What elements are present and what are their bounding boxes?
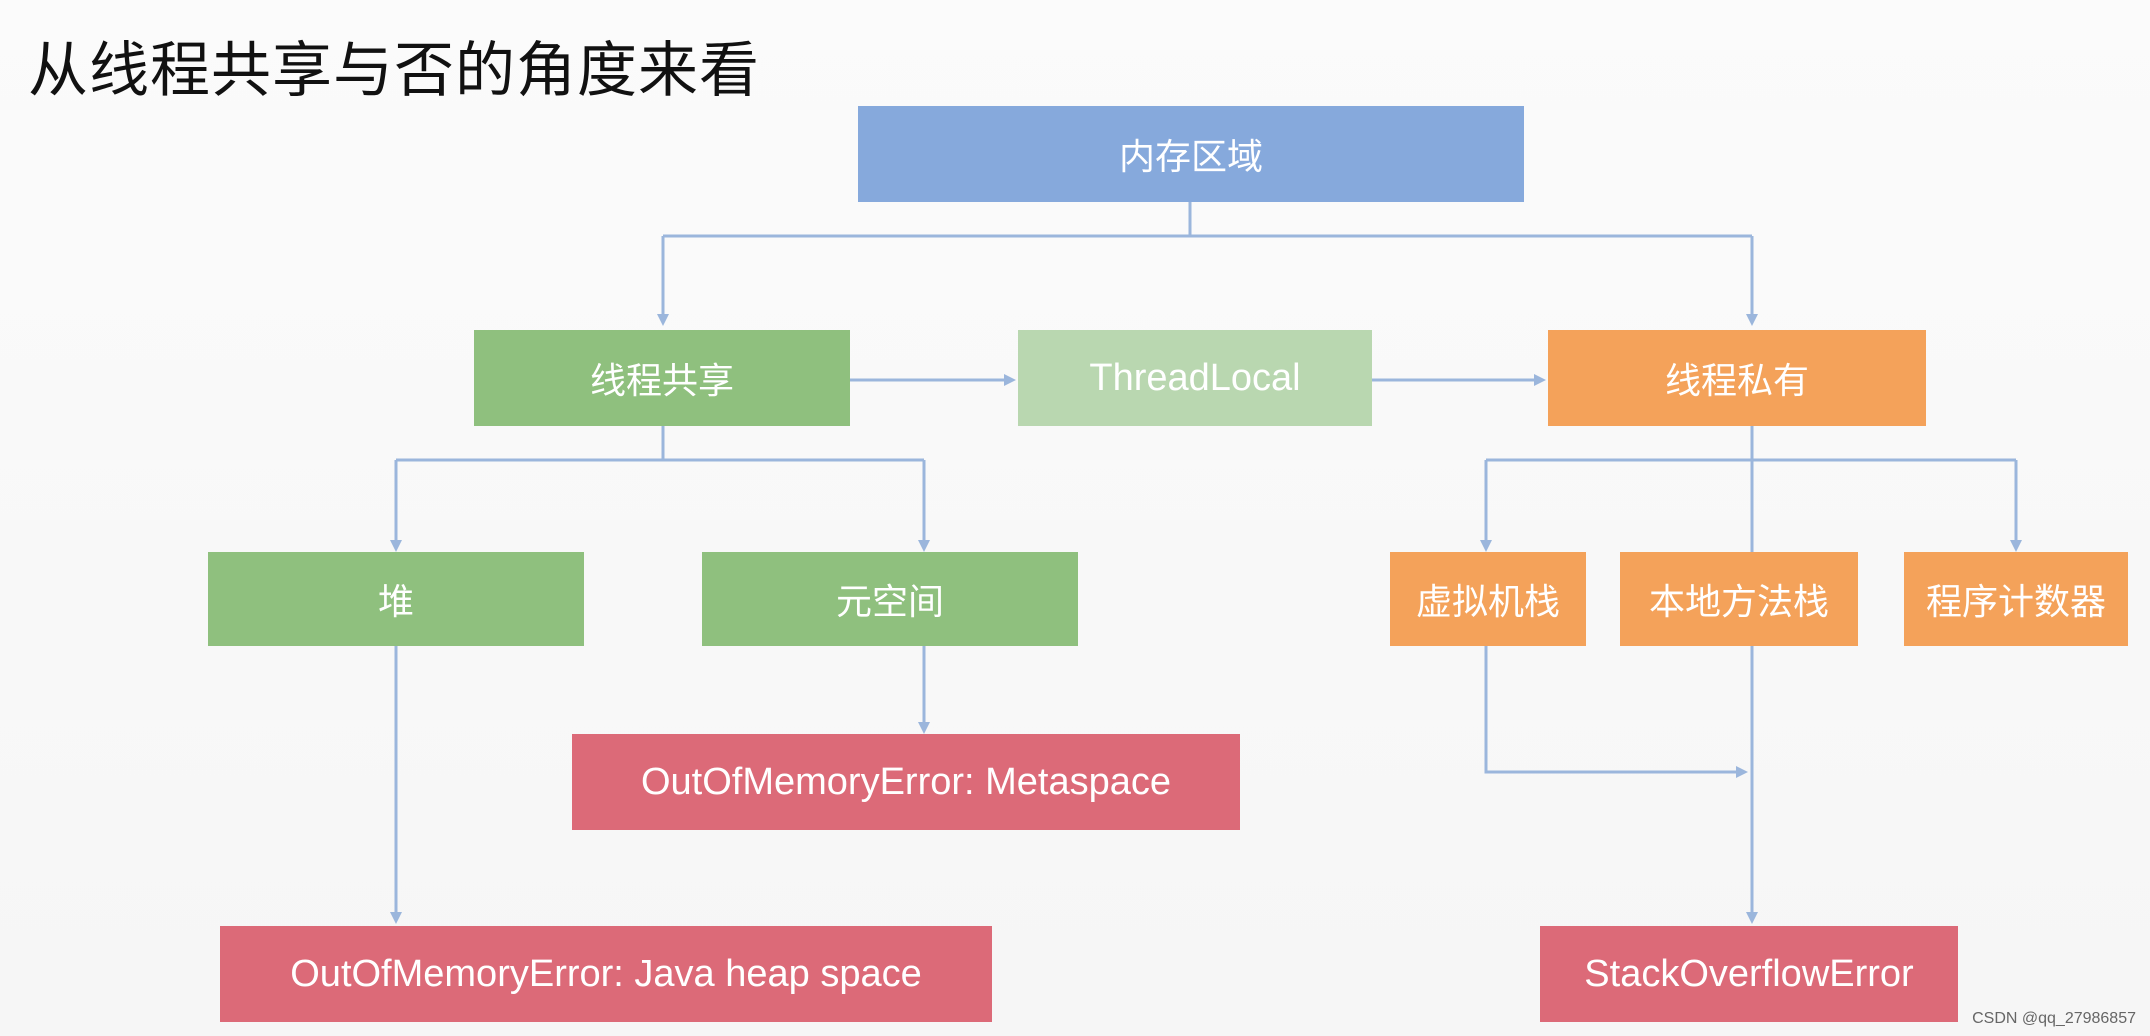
node-native-method-stack-label: 本地方法栈 [1648, 582, 1829, 623]
node-thread-private: 线程私有 [1548, 330, 1926, 426]
node-thread-shared: 线程共享 [474, 330, 850, 426]
node-heap-label: 堆 [377, 582, 414, 623]
node-threadlocal-label: ThreadLocal [1089, 356, 1301, 399]
node-oom-heap: OutOfMemoryError: Java heap space [220, 926, 992, 1022]
node-program-counter: 程序计数器 [1904, 552, 2128, 646]
page-title: 从线程共享与否的角度来看 [28, 36, 760, 106]
node-thread-private-label: 线程私有 [1664, 361, 1809, 402]
watermark: CSDN @qq_27986857 [1972, 1010, 2136, 1027]
node-metaspace: 元空间 [702, 552, 1078, 646]
node-metaspace-label: 元空间 [835, 582, 944, 623]
node-vm-stack-label: 虚拟机栈 [1415, 582, 1560, 623]
node-oom-metaspace: OutOfMemoryError: Metaspace [572, 734, 1240, 830]
node-vm-stack: 虚拟机栈 [1390, 552, 1586, 646]
connector-vmstack-to-stackoverflow [1484, 646, 1748, 778]
node-program-counter-label: 程序计数器 [1925, 582, 2106, 623]
node-stack-overflow: StackOverflowError [1540, 926, 1958, 1022]
node-stack-overflow-label: StackOverflowError [1584, 952, 1914, 995]
node-oom-metaspace-label: OutOfMemoryError: Metaspace [640, 760, 1172, 803]
node-memory-area-label: 内存区域 [1118, 137, 1263, 178]
node-oom-heap-label: OutOfMemoryError: Java heap space [290, 952, 922, 995]
node-threadlocal: ThreadLocal [1018, 330, 1372, 426]
node-native-method-stack: 本地方法栈 [1620, 552, 1858, 646]
node-memory-area: 内存区域 [858, 106, 1524, 202]
node-heap: 堆 [208, 552, 584, 646]
node-thread-shared-label: 线程共享 [589, 361, 734, 402]
